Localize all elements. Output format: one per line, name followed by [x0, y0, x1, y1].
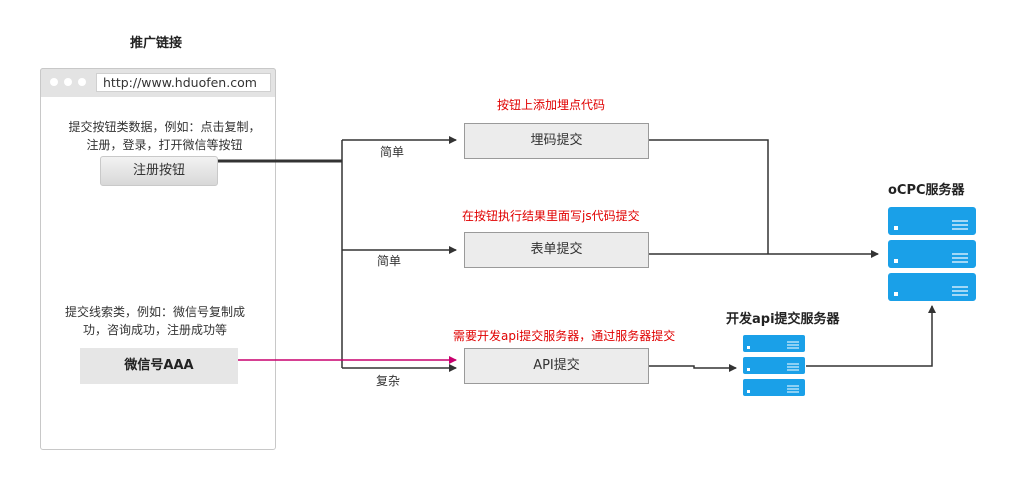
api-submit-box: API提交 [464, 348, 649, 384]
server-to-ocpc-arrow [806, 305, 936, 367]
tag-submit-box: 埋码提交 [464, 123, 649, 159]
window-dot-icon [78, 78, 86, 86]
lead-description-line2: 功，咨询成功，注册成功等 [82, 323, 227, 337]
register-button[interactable]: 注册按钮 [100, 156, 218, 186]
api-server-title: 开发api提交服务器 [726, 312, 840, 327]
note-form-submit: 在按钮执行结果里面写js代码提交 [462, 209, 640, 223]
ocpc-server-title: oCPC服务器 [888, 183, 965, 198]
lead-description: 提交线索类，例如：微信号复制成 功，咨询成功，注册成功等 [50, 303, 260, 339]
browser-title: 推广链接 [130, 36, 183, 51]
edge-label-tag: 简单 [380, 145, 405, 159]
api-server-icon [743, 335, 805, 396]
tag-to-ocpc-line [649, 139, 769, 254]
browser-window [40, 68, 276, 450]
window-dot-icon [64, 78, 72, 86]
api-to-server-arrow [649, 364, 737, 372]
window-dot-icon [50, 78, 58, 86]
note-tag-submit: 按钮上添加埋点代码 [497, 98, 606, 112]
note-api-submit: 需要开发api提交服务器，通过服务器提交 [453, 329, 676, 343]
button-description-line2: 注册，登录，打开微信等按钮 [86, 138, 243, 152]
button-description-line1: 提交按钮类数据，例如：点击复制， [68, 120, 261, 134]
button-description: 提交按钮类数据，例如：点击复制， 注册，登录，打开微信等按钮 [57, 118, 272, 154]
form-submit-box: 表单提交 [464, 232, 649, 268]
lead-description-line1: 提交线索类，例如：微信号复制成 [64, 305, 245, 319]
edge-label-form: 简单 [377, 254, 402, 268]
ocpc-server-icon [888, 207, 976, 301]
wechat-button[interactable]: 微信号AAA [80, 348, 238, 384]
edge-label-api: 复杂 [376, 374, 401, 388]
url-bar[interactable]: http://www.hduofen.com [96, 73, 271, 92]
